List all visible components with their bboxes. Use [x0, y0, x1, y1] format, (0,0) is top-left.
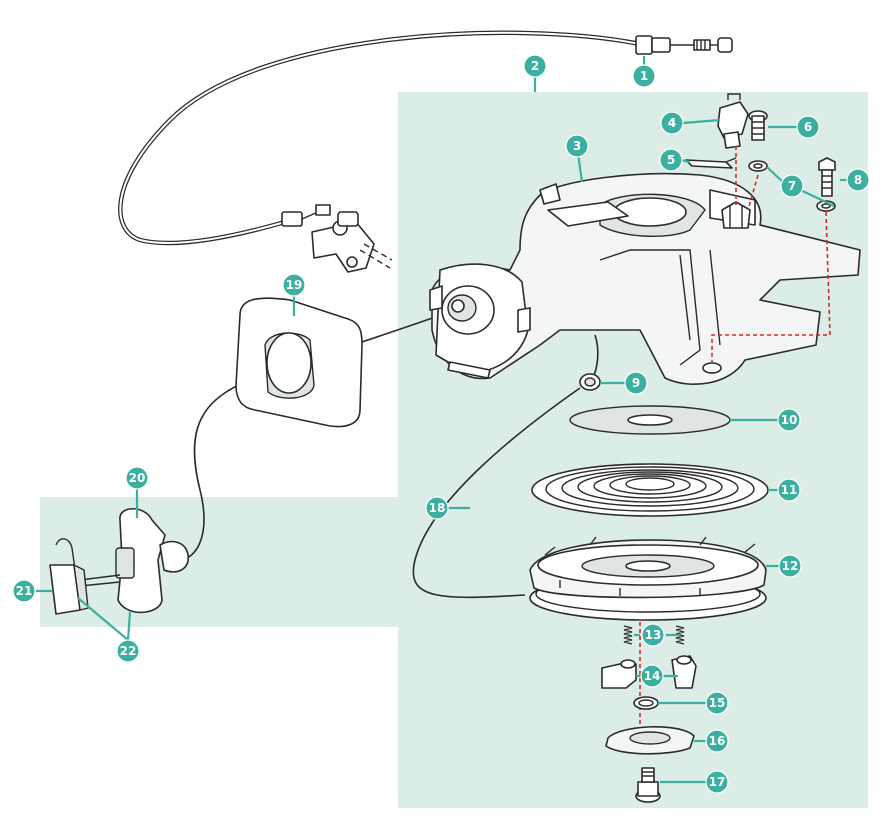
svg-text:16: 16 [709, 734, 726, 748]
svg-text:9: 9 [632, 376, 640, 390]
spring-plate [569, 405, 731, 435]
handle-assembly-panel [40, 497, 400, 627]
svg-text:20: 20 [129, 471, 146, 485]
callout-4: 4 [660, 111, 684, 135]
recoil-spring [531, 463, 769, 517]
pawls [601, 655, 697, 689]
svg-text:18: 18 [429, 501, 446, 515]
callout-9: 9 [624, 371, 648, 395]
callout-6: 6 [796, 115, 820, 139]
ratchet-plate [605, 726, 695, 755]
svg-text:8: 8 [854, 173, 862, 187]
callout-17: 17 [705, 770, 729, 794]
svg-text:13: 13 [645, 628, 662, 642]
svg-text:22: 22 [120, 644, 137, 658]
screw [748, 110, 768, 141]
callout-8: 8 [846, 168, 870, 192]
svg-text:6: 6 [804, 120, 812, 134]
cable-clamp [717, 93, 749, 149]
spring-clip [685, 157, 737, 169]
callout-16: 16 [705, 729, 729, 753]
carburetor-bracket [281, 204, 393, 273]
bolt [818, 157, 836, 197]
svg-text:10: 10 [781, 413, 798, 427]
callout-7: 7 [780, 174, 804, 198]
callout-19: 19 [282, 273, 306, 297]
callout-21: 21 [12, 579, 36, 603]
foam-block [235, 297, 363, 428]
retaining-ring [633, 696, 659, 710]
callout-14: 14 [640, 664, 664, 688]
svg-text:7: 7 [788, 179, 796, 193]
callout-22: 22 [116, 639, 140, 663]
callout-3: 3 [565, 134, 589, 158]
svg-text:19: 19 [286, 278, 303, 292]
svg-text:11: 11 [781, 483, 798, 497]
svg-text:4: 4 [668, 116, 676, 130]
callout-13: 13 [641, 623, 665, 647]
center-screw [635, 767, 661, 803]
callout-20: 20 [125, 466, 149, 490]
callout-18: 18 [425, 496, 449, 520]
callout-5: 5 [659, 148, 683, 172]
starter-handle [49, 507, 189, 615]
callout-1: 1 [632, 64, 656, 88]
callout-10: 10 [777, 408, 801, 432]
throttle-cable [118, 30, 733, 273]
callout-11: 11 [777, 478, 801, 502]
rope-pulley [529, 536, 767, 621]
callout-leaders [36, 56, 852, 784]
svg-text:3: 3 [573, 139, 581, 153]
svg-text:5: 5 [667, 153, 675, 167]
svg-text:21: 21 [16, 584, 33, 598]
callout-15: 15 [705, 691, 729, 715]
svg-text:2: 2 [531, 59, 539, 73]
callouts: 1 2 3 4 5 6 7 8 9 10 11 12 13 14 15 16 1… [12, 54, 870, 794]
starter-housing [429, 172, 861, 385]
cable-end-fitting [635, 35, 733, 55]
svg-text:17: 17 [709, 775, 726, 789]
svg-text:12: 12 [782, 559, 799, 573]
assembly-guide-lines [639, 146, 831, 740]
rope-guide [579, 373, 601, 391]
svg-text:14: 14 [644, 669, 661, 683]
svg-text:1: 1 [640, 69, 648, 83]
callout-12: 12 [778, 554, 802, 578]
svg-text:15: 15 [709, 696, 726, 710]
callout-2: 2 [523, 54, 547, 78]
